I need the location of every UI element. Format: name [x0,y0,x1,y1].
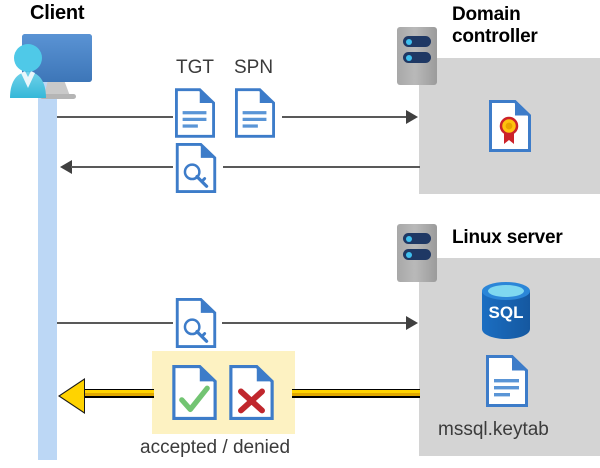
rack-pill [403,233,431,244]
server-rack-icon [397,27,437,85]
flow-4-arrowhead [60,380,84,412]
flow-2-line-right [223,166,420,168]
sql-database-icon: SQL [478,280,534,345]
flow-1-line-left [57,116,173,118]
document-cross-icon [229,365,274,420]
document-check-icon [172,365,217,420]
flow-3-arrowhead [406,316,418,330]
document-key-icon [175,143,217,193]
rack-pill [403,52,431,63]
flow-2-arrowhead [60,160,72,174]
flow-1-line-right [282,116,408,118]
flow-3-line-right [222,322,408,324]
dc-title-line2: controller [452,26,538,48]
client-title: Client [30,2,85,24]
flow-2-line-left [71,166,173,168]
certificate-document-icon [489,100,531,152]
client-lifeline [38,70,57,460]
client-workstation-icon [4,26,96,104]
flow-4-gold-line-right [292,389,420,398]
svg-text:SQL: SQL [489,303,524,322]
dc-title-line1: Domain [452,4,521,25]
flow-3-line-left [57,322,173,324]
tgt-label: TGT [176,57,214,78]
accepted-denied-label: accepted / denied [140,437,291,458]
rack-pill [403,249,431,260]
spn-label: SPN [234,57,274,78]
spn-document-icon [235,88,275,138]
linux-server-title: Linux server [452,227,563,248]
keytab-filename-label: mssql.keytab [438,419,549,440]
document-icon [486,355,528,407]
tgt-document-icon [175,88,215,138]
flow-4-gold-line-left [82,389,154,398]
flow-1-arrowhead [406,110,418,124]
server-rack-icon [397,224,437,282]
document-key-icon [175,298,217,348]
rack-pill [403,36,431,47]
